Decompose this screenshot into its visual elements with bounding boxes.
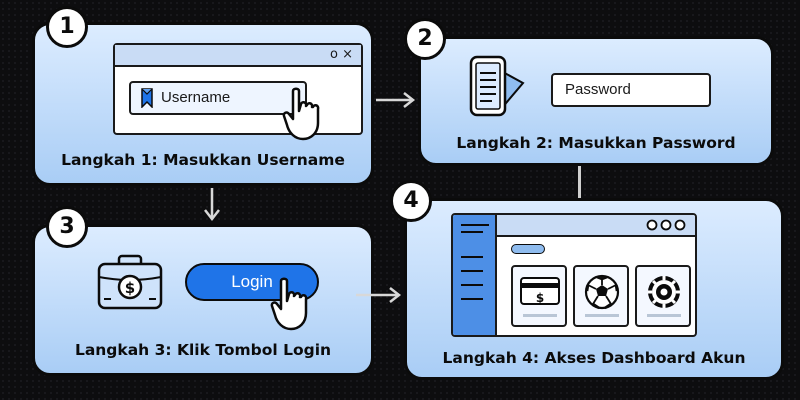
credit-card-icon: $: [520, 277, 560, 305]
soccer-ball-icon: [584, 274, 620, 310]
step-3-caption: Langkah 3: Klik Tombol Login: [74, 341, 332, 359]
step-1-badge: 1: [46, 6, 88, 48]
step-4-badge: 4: [390, 180, 432, 222]
step-2-card: Password Langkah 2: Masukkan Password: [418, 36, 774, 166]
connector-step2-to-step4: [578, 166, 581, 198]
window-controls[interactable]: o ×: [330, 47, 353, 62]
step-1-caption: Langkah 1: Masukkan Username: [61, 151, 345, 169]
password-placeholder: Password: [565, 81, 631, 98]
phone-document-icon: [469, 55, 525, 117]
bookmark-icon: [141, 88, 153, 108]
username-input[interactable]: Username: [129, 81, 307, 115]
svg-text:$: $: [536, 291, 544, 305]
svg-text:$: $: [125, 279, 135, 297]
step-4-card: $: [404, 198, 784, 380]
dashboard-search-pill[interactable]: [511, 244, 545, 254]
dashboard-tile-sports[interactable]: [573, 265, 629, 327]
tile-line: [523, 314, 557, 317]
hand-cursor-icon: [270, 277, 308, 331]
window-titlebar: o ×: [115, 45, 361, 67]
menu-lines-icon: [461, 224, 489, 300]
arrow-step3-to-step4: [356, 287, 402, 303]
tile-line: [647, 314, 681, 317]
tile-line: [585, 314, 619, 317]
arrow-step1-to-step3: [204, 188, 220, 222]
window-dots-icon[interactable]: [645, 218, 689, 232]
dashboard-tile-card[interactable]: $: [511, 265, 567, 327]
password-input[interactable]: Password: [551, 73, 711, 107]
arrow-step1-to-step2: [376, 92, 416, 108]
step-3-card: $ Login Langkah 3: Klik Tombol Login: [32, 224, 374, 376]
step-4-caption: Langkah 4: Akses Dashboard Akun: [442, 349, 746, 367]
dashboard-tile-casino[interactable]: [635, 265, 691, 327]
dashboard-window: $: [451, 213, 697, 337]
step-3-badge: 3: [46, 206, 88, 248]
step-2-caption: Langkah 2: Masukkan Password: [456, 134, 736, 152]
money-briefcase-icon: $: [97, 254, 163, 310]
step-1-card: o × Username Langkah 1: Masukkan Usernam…: [32, 22, 374, 186]
hand-cursor-icon: [282, 87, 320, 141]
dashboard-sidebar: [453, 215, 497, 335]
username-placeholder: Username: [161, 89, 231, 106]
casino-chip-icon: [648, 276, 680, 308]
dashboard-topbar: [497, 215, 695, 237]
step-2-badge: 2: [404, 18, 446, 60]
